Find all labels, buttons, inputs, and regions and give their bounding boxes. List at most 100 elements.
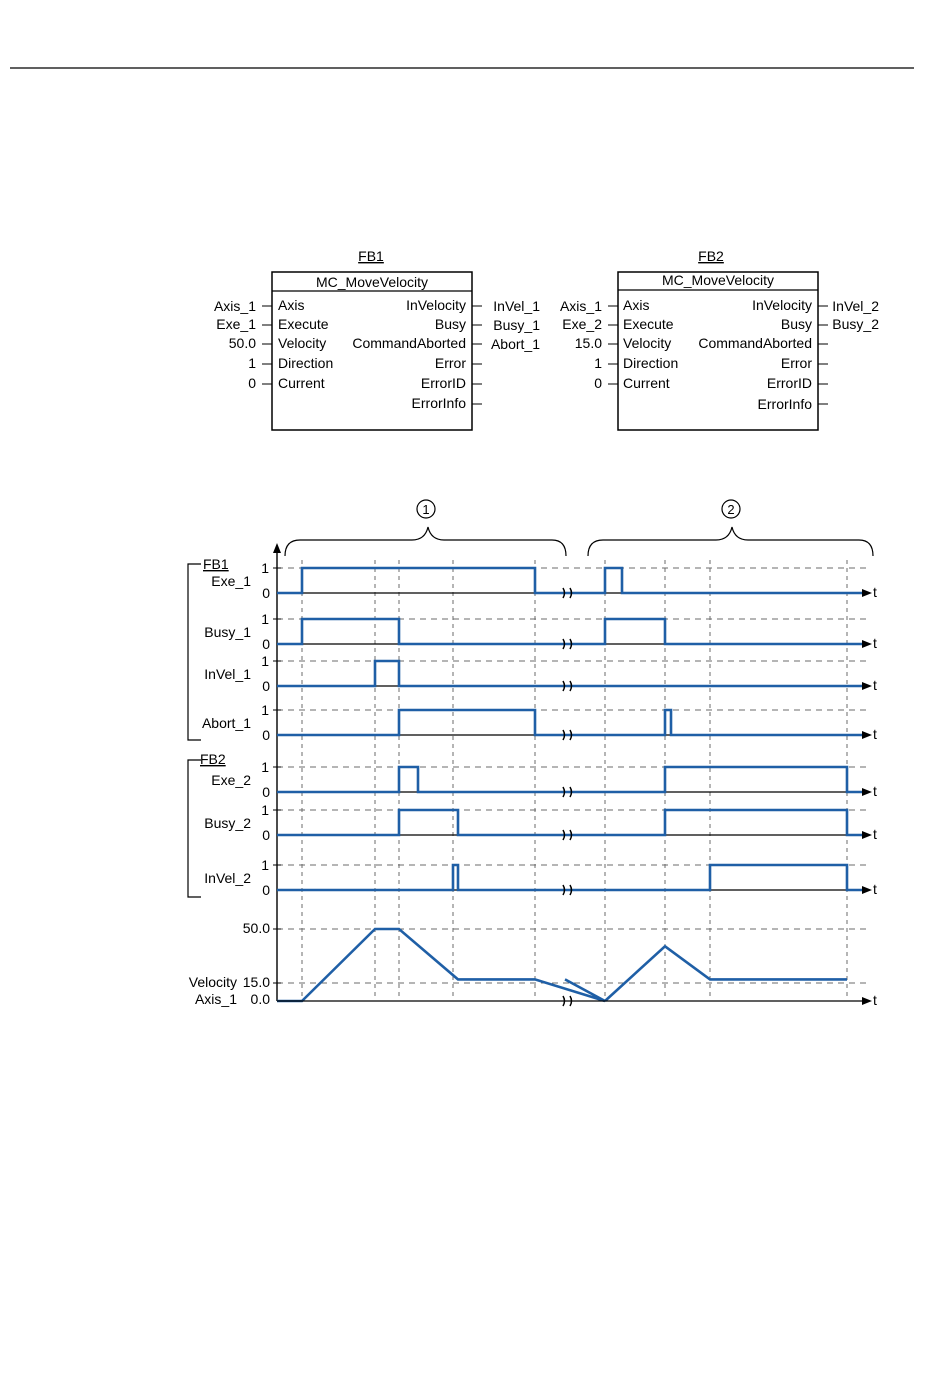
level-low-label: 0 [262,727,270,743]
input-pin-label: Execute [278,316,329,332]
velocity-axis-sublabel: Axis_1 [195,991,237,1007]
axis-break-mark [562,729,573,741]
axis-break-mark [562,638,573,650]
function-block-fb2: FB2 MC_MoveVelocity Axis Execute Velocit… [560,248,879,431]
waveform [277,617,862,646]
input-pin-label: Current [278,375,325,391]
level-high-label: 1 [261,653,269,669]
brace [284,526,567,557]
time-arrowhead [862,831,872,839]
level-high-label: 1 [261,560,269,576]
input-value: Axis_1 [560,298,602,314]
output-value: InVel_2 [832,298,879,314]
level-high-label: 1 [261,611,269,627]
bracket [187,759,201,898]
function-block-fb1: FB1 MC_MoveVelocity Axis Execute Velocit… [214,248,540,431]
input-value: 15.0 [575,335,602,351]
velocity-plot: 50.0 15.0 0.0 Velocity Axis_1 t [189,920,877,1008]
input-value: 0 [594,375,602,391]
velocity-trace [277,927,606,1003]
group-label: FB1 [203,556,229,572]
signal-name: InVel_2 [204,870,251,886]
input-value: Exe_1 [216,316,256,332]
level-high-label: 1 [261,702,269,718]
signal-name: Busy_2 [204,815,251,831]
block-frame [271,271,473,431]
velocity-tick-label: 15.0 [243,974,270,990]
time-guides [301,560,848,1000]
bracket [187,563,201,741]
group-label: FB2 [200,751,226,767]
input-value: Axis_1 [214,298,256,314]
waveform [277,808,862,837]
axis-break-mark [562,786,573,798]
output-pin-label: CommandAborted [698,335,812,351]
phase-number: 2 [727,502,734,517]
output-value: Busy_1 [493,317,540,333]
input-pin-label: Velocity [278,335,326,351]
vertical-axis-arrowhead [273,543,281,553]
input-pin-label: Velocity [623,335,671,351]
time-label: t [873,881,877,897]
input-pin-label: Direction [278,355,333,371]
output-pin-label: InVelocity [752,297,812,313]
input-pin-label: Axis [623,297,649,313]
time-arrowhead [862,589,872,597]
block-name: FB2 [698,248,724,264]
output-value: Abort_1 [491,336,540,352]
group-bracket-fb2: FB2 [187,751,226,898]
input-pin-label: Current [623,375,670,391]
output-value: InVel_1 [493,298,540,314]
input-pin-label: Axis [278,297,304,313]
waveform [277,765,862,794]
level-low-label: 0 [262,784,270,800]
velocity-tick-label: 50.0 [243,920,270,936]
time-label: t [873,677,877,693]
brace [587,526,874,557]
input-value: 50.0 [229,335,256,351]
output-pin-label: CommandAborted [352,335,466,351]
phase-brace-2: 2 [587,499,874,557]
waveform [277,659,862,688]
phase-marker [416,499,436,519]
input-value: Exe_2 [562,316,602,332]
output-value: Busy_2 [832,316,879,332]
phase-marker [721,499,741,519]
axis-break-mark [562,995,573,1007]
input-value: 0 [248,375,256,391]
group-bracket-fb1: FB1 [187,556,229,741]
input-pin-label: Execute [623,316,674,332]
waveform [277,566,862,595]
time-label: t [873,783,877,799]
signal-name: Busy_1 [204,624,251,640]
phase-brace-1: 1 [284,499,567,557]
level-low-label: 0 [262,636,270,652]
signal-row: t 1 0 Busy_1 [204,611,877,652]
time-label: t [873,635,877,651]
signal-name: Abort_1 [202,715,251,731]
waveform [277,708,862,737]
level-high-label: 1 [261,857,269,873]
block-frame [617,271,819,431]
velocity-tick-label: 0.0 [251,991,271,1007]
time-arrowhead [862,886,872,894]
time-arrowhead [862,682,872,690]
level-low-label: 0 [262,585,270,601]
velocity-trace [604,944,847,1002]
axis-break-mark [562,829,573,841]
output-pin-label: ErrorID [767,375,812,391]
axis-break-mark [562,680,573,692]
level-high-label: 1 [261,759,269,775]
output-pin-label: Busy [435,316,466,332]
level-low-label: 0 [262,882,270,898]
time-label: t [873,992,877,1008]
output-pin-label: ErrorID [421,375,466,391]
output-pin-label: Error [435,355,466,371]
level-low-label: 0 [262,827,270,843]
